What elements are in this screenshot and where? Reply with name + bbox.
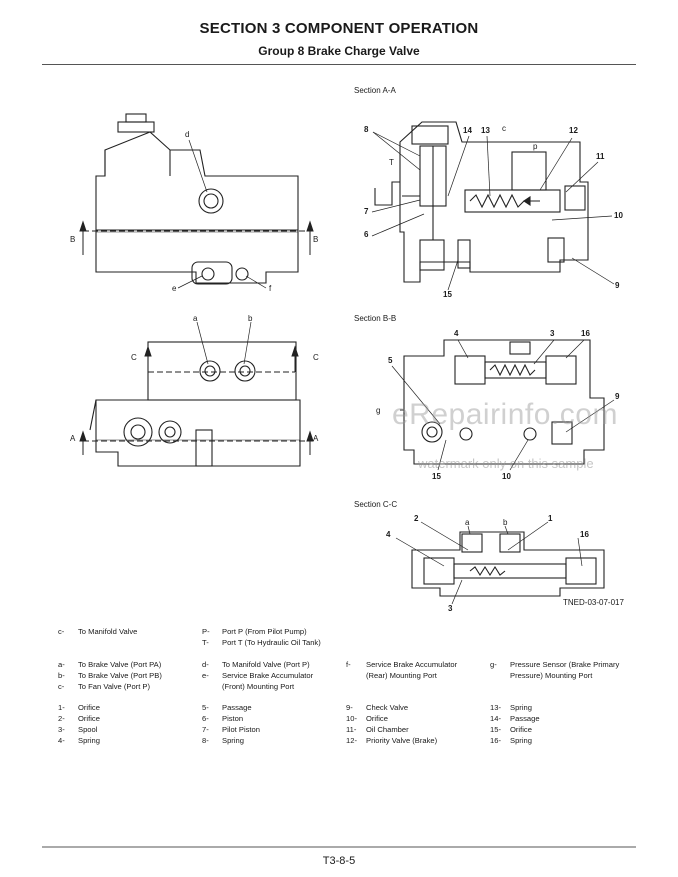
cut-line-cc	[144, 345, 299, 373]
callout-10b: 10	[502, 472, 511, 481]
figure-code: TNED-03-07-017	[563, 598, 624, 607]
callout-6: 6	[364, 230, 369, 239]
callout-16c: 16	[580, 530, 589, 539]
callout-c: c	[502, 124, 506, 133]
callout-8: 8	[364, 125, 369, 134]
callout-11: 11	[596, 152, 605, 161]
callout-15: 15	[443, 290, 452, 299]
callout-3: 3	[550, 329, 555, 338]
section-cc-drawing	[411, 531, 605, 597]
callout-3c: 3	[448, 604, 453, 613]
legend-c: c-To Manifold Valve	[58, 627, 138, 636]
page-title: SECTION 3 COMPONENT OPERATION	[199, 20, 479, 37]
callout-13: 13	[481, 126, 490, 135]
leaders-cc	[395, 521, 583, 605]
callout-9: 9	[615, 281, 620, 290]
label-c-left: C	[131, 353, 137, 362]
callout-t: T	[389, 158, 394, 167]
callout-a: a	[465, 518, 470, 527]
label-b-right: B	[313, 235, 319, 244]
page-subtitle: Group 8 Brake Charge Valve	[258, 44, 420, 58]
section-aa-drawing	[374, 121, 589, 283]
legend-parts-col2: 5-Passage 6-Piston 7-Pilot Piston 8-Spri…	[202, 703, 260, 745]
label-a-left: A	[70, 434, 76, 443]
leaders-left	[177, 139, 267, 365]
label-f: f	[269, 284, 272, 293]
callout-4: 4	[454, 329, 459, 338]
leaders-bb	[391, 339, 615, 471]
section-bb-drawing	[400, 339, 605, 465]
callout-4c: 4	[386, 530, 391, 539]
legend-parts-col4: 13-Spring 14-Passage 15-Orifice 16-Sprin…	[490, 703, 540, 745]
label-d: d	[185, 130, 190, 139]
callout-g: g	[376, 406, 381, 415]
watermark-note: watermark only on this sample	[418, 456, 594, 471]
cut-line-bb	[79, 220, 314, 255]
callout-14: 14	[463, 126, 472, 135]
label-b: b	[248, 314, 253, 323]
legend-ports-col4: g-Pressure Sensor (Brake Primary Pressur…	[490, 660, 620, 680]
external-view-bottom	[89, 341, 301, 467]
cut-line-aa	[79, 430, 314, 455]
label-c-right: C	[313, 353, 319, 362]
callout-p: p	[533, 142, 538, 151]
label-e: e	[172, 284, 177, 293]
section-cc-label: Section C-C	[354, 500, 398, 509]
legend-p: P-Port P (From Pilot Pump) T-Port T (To …	[202, 627, 321, 647]
callout-16: 16	[581, 329, 590, 338]
section-aa-label: Section A-A	[354, 86, 396, 95]
header-rule	[42, 64, 636, 65]
section-bb-label: Section B-B	[354, 314, 397, 323]
callout-b: b	[503, 518, 508, 527]
callout-15b: 15	[432, 472, 441, 481]
callout-2: 2	[414, 514, 419, 523]
legend-ports-col3: f-Service Brake Accumulator (Rear) Mount…	[346, 660, 458, 680]
legend-parts-col1: 1-Orifice 2-Orifice 3-Spool 4-Spring	[58, 703, 100, 745]
callout-7: 7	[364, 207, 369, 216]
external-view-top	[95, 113, 299, 285]
callout-9b: 9	[615, 392, 620, 401]
watermark: eRepairinfo.com	[392, 398, 618, 431]
callout-10: 10	[614, 211, 623, 220]
label-a: a	[193, 314, 198, 323]
legend-parts-col3: 9-Check Valve 10-Orifice 11-Oil Chamber …	[346, 703, 438, 745]
callout-1: 1	[548, 514, 553, 523]
callout-5: 5	[388, 356, 393, 365]
leaders-aa	[371, 131, 615, 291]
callout-12: 12	[569, 126, 578, 135]
page-number: T3-8-5	[322, 855, 356, 867]
label-b-left: B	[70, 235, 76, 244]
label-a-right: A	[313, 434, 319, 443]
legend-ports-col1: a-To Brake Valve (Port PA) b-To Brake Va…	[58, 660, 162, 691]
legend-ports-col2: d-To Manifold Valve (Port P) e-Service B…	[202, 660, 314, 691]
